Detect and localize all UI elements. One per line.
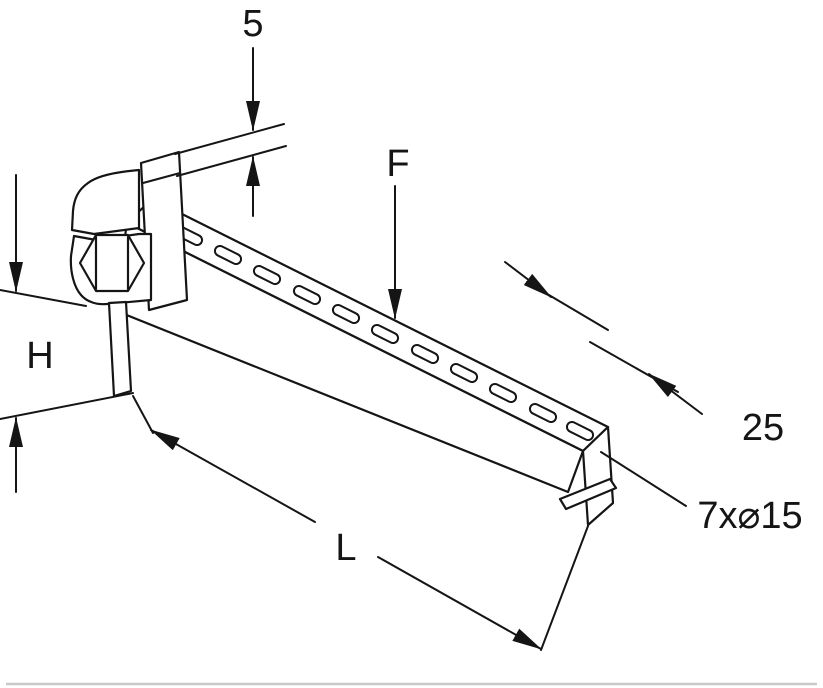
force-arrow: F	[386, 143, 410, 319]
slot-hole	[370, 323, 400, 345]
width-dimension: 25	[504, 261, 784, 449]
arm-bottom-flange	[558, 477, 618, 511]
bracket-clamp-head	[69, 150, 189, 398]
slot-hole	[488, 382, 518, 404]
length-ext-line-right	[540, 525, 589, 651]
label-slots: 7x⌀15	[697, 495, 802, 537]
height-ext-line-bottom	[0, 392, 134, 420]
slot-hole	[449, 362, 479, 384]
head-lower-strip	[107, 300, 133, 398]
thickness-ext-line	[176, 145, 287, 177]
slot-hole	[528, 402, 558, 424]
width-arrow-b	[648, 373, 703, 415]
label-force: F	[386, 143, 409, 185]
length-arrow-left	[150, 429, 316, 523]
slot-hole	[565, 420, 595, 442]
height-ext-line-top	[0, 289, 87, 307]
slot-hole	[292, 284, 322, 306]
bracket-arm	[112, 197, 618, 527]
slot-hole	[213, 244, 243, 266]
clamp-upper-jaw	[70, 168, 141, 236]
slot-leader-line	[600, 451, 687, 507]
label-thickness: 5	[242, 3, 263, 45]
length-ext-line-left	[132, 395, 154, 434]
label-height: H	[26, 335, 53, 377]
slot-hole	[252, 264, 282, 286]
length-dimension: L	[132, 395, 589, 651]
thickness-ext-line	[174, 123, 285, 155]
slot-annotation: 7x⌀15	[600, 451, 803, 537]
width-arrow-a	[504, 261, 552, 298]
slot-holes	[174, 225, 595, 442]
slot-hole	[410, 343, 440, 365]
label-width: 25	[742, 407, 784, 449]
length-arrow-right	[377, 556, 542, 650]
thickness-dimension: 5	[174, 3, 287, 217]
head-plate-tab-line	[141, 171, 182, 185]
label-length: L	[335, 527, 356, 569]
slot-hole	[331, 303, 361, 325]
width-ext-line	[589, 341, 679, 393]
height-dimension: H	[0, 174, 134, 493]
